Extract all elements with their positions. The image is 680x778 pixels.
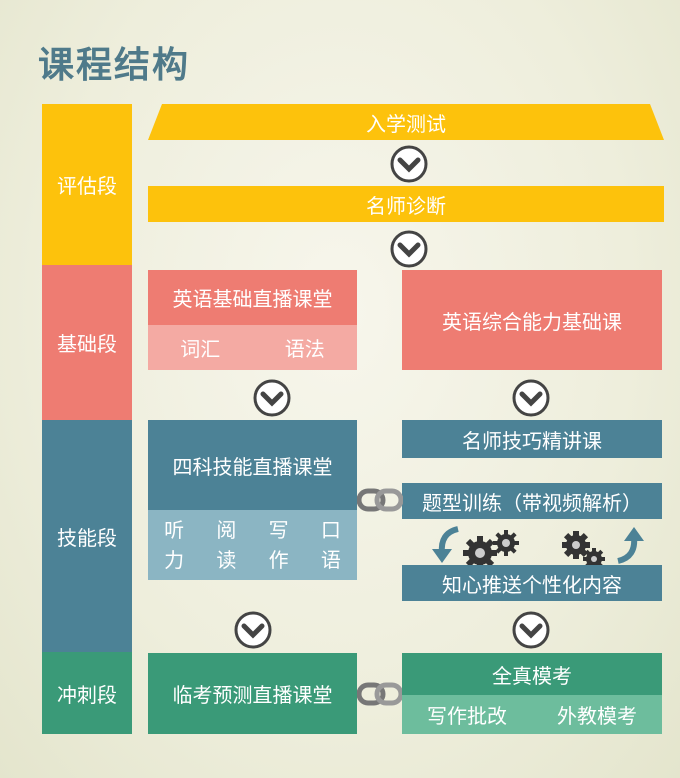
skills-live-class-label: 四科技能直播课堂	[172, 454, 333, 479]
sprint-live-class-label: 临考预测直播课堂	[172, 683, 333, 707]
skill-reading: 阅读	[216, 515, 236, 575]
writing-correction-label: 写作批改	[427, 704, 507, 728]
tips-course-label: 名师技巧精讲课	[462, 428, 602, 453]
stage-label: 评估段	[57, 174, 117, 198]
chevron-down-icon	[390, 230, 428, 268]
foundation-live-class: 英语基础直播课堂	[148, 270, 357, 325]
sprint-live-class: 临考预测直播课堂	[148, 653, 357, 734]
mock-exam-label: 全真模考	[492, 663, 572, 688]
skill-char: 口	[320, 518, 341, 542]
mock-exam: 全真模考	[402, 653, 662, 695]
foundation-items: 词汇 语法	[148, 325, 357, 370]
skill-writing: 写作	[269, 515, 289, 575]
push-content: 知心推送个性化内容	[402, 565, 662, 601]
comprehensive-course-label: 英语综合能力基础课	[442, 309, 622, 334]
stage-label: 冲刺段	[57, 682, 117, 707]
chevron-down-icon	[512, 379, 550, 417]
skill-char: 语	[320, 548, 341, 572]
entrance-test-banner	[148, 104, 664, 140]
gears-icon	[562, 531, 605, 570]
chevron-down-icon	[234, 611, 272, 649]
stage-skills: 技能段	[42, 420, 132, 652]
practice-course: 题型训练（带视频解析）	[402, 483, 662, 519]
skill-char: 听	[164, 518, 185, 542]
stage-label: 技能段	[57, 525, 117, 550]
chevron-down-icon	[512, 611, 550, 649]
skill-char: 读	[216, 548, 237, 572]
curved-arrow-down-icon	[432, 526, 459, 563]
entrance-test-label: 入学测试	[366, 111, 446, 136]
stage-assessment: 评估段	[42, 104, 132, 265]
mock-items: 写作批改 外教模考	[402, 695, 662, 734]
stage-label: 基础段	[57, 332, 117, 356]
diagnosis-label: 名师诊断	[366, 193, 446, 218]
skill-char: 写	[268, 518, 289, 542]
stage-foundation: 基础段	[42, 265, 132, 420]
chain-link-icon	[357, 682, 403, 706]
comprehensive-course: 英语综合能力基础课	[402, 270, 662, 370]
tips-course: 名师技巧精讲课	[402, 420, 662, 458]
chevron-down-icon	[253, 379, 291, 417]
skill-listening: 听力	[164, 515, 184, 575]
page-title: 课程结构	[38, 45, 191, 86]
chevron-down-icon	[390, 145, 428, 183]
skills-items: 听力 阅读 写作 口语	[148, 510, 357, 580]
curved-arrow-up-icon	[617, 527, 644, 564]
skill-speaking: 口语	[321, 515, 341, 575]
practice-course-label: 题型训练（带视频解析）	[422, 490, 642, 515]
foundation-live-class-label: 英语基础直播课堂	[172, 287, 333, 311]
grammar-label: 语法	[284, 337, 325, 361]
skill-char: 作	[268, 548, 289, 572]
push-content-label: 知心推送个性化内容	[442, 572, 622, 597]
chain-link-icon	[357, 488, 403, 512]
skill-char: 力	[164, 548, 185, 572]
vocab-label: 词汇	[180, 337, 221, 361]
foreign-teacher-mock-label: 外教模考	[557, 704, 637, 728]
gears-icon	[463, 530, 519, 569]
stage-sprint: 冲刺段	[42, 652, 132, 734]
skills-live-class: 四科技能直播课堂	[148, 420, 357, 510]
diagnosis-bar: 名师诊断	[148, 186, 664, 222]
skill-char: 阅	[216, 518, 237, 542]
